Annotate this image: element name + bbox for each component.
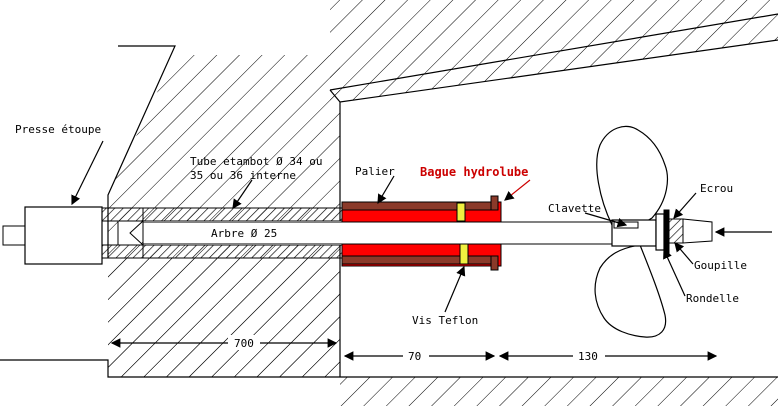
dim-130-label: 130 xyxy=(578,350,598,363)
rondelle-plate xyxy=(663,209,670,255)
dim-700-label: 700 xyxy=(234,337,254,350)
gland-coupling-lower xyxy=(101,244,144,259)
teflon-screw-upper xyxy=(456,202,466,222)
dim-70-label-bg xyxy=(403,348,429,363)
hull-upper-outline xyxy=(329,39,778,103)
leader-bague xyxy=(504,179,531,201)
dim-130-label-bg xyxy=(573,348,605,363)
rondelle-washer xyxy=(655,213,665,251)
dim-700-label-bg xyxy=(228,335,260,350)
ecrou-nut xyxy=(668,218,684,244)
arbre-label-bg xyxy=(207,225,281,240)
palier-flange-lower xyxy=(490,255,499,271)
leader-tube xyxy=(232,179,253,209)
gland-coupling-upper xyxy=(101,207,144,222)
leader-ecrou xyxy=(673,192,697,219)
hull-outline-left xyxy=(107,45,176,258)
hull-bottom-strip xyxy=(340,377,778,406)
hull-left-lower-fill xyxy=(108,258,340,377)
hull-upper-right xyxy=(330,0,778,102)
palier-sleeve-lower xyxy=(341,255,496,265)
gland-coupling-wedge xyxy=(117,220,145,246)
shaft-stub-left xyxy=(2,225,26,246)
leader-presse xyxy=(71,140,104,206)
label-goupille: Goupille xyxy=(694,259,747,272)
label-arbre: Arbre Ø 25 xyxy=(211,227,277,240)
hull-bottom-left-step xyxy=(0,359,340,378)
label-vis-teflon: Vis Teflon xyxy=(412,314,478,327)
label-tube-line1: Tube etambot Ø 34 ou xyxy=(190,155,322,168)
leader-clavette xyxy=(584,212,628,228)
label-tube-line2: 35 ou 36 interne xyxy=(190,169,296,182)
propeller-blade-upper xyxy=(596,125,668,227)
ecrou-cone xyxy=(682,218,713,244)
leader-vis xyxy=(444,265,466,313)
palier-sleeve-upper xyxy=(341,201,496,211)
dim-70-label: 70 xyxy=(408,350,421,363)
stern-tube-lower xyxy=(142,244,344,259)
label-rondelle: Rondelle xyxy=(686,292,739,305)
label-ecrou: Ecrou xyxy=(700,182,733,195)
leader-rondelle xyxy=(663,248,686,297)
label-clavette: Clavette xyxy=(548,202,601,215)
label-bague-hydrolube: Bague hydrolube xyxy=(420,165,528,179)
hull-upper-top-edge xyxy=(329,13,778,91)
leader-goupille xyxy=(674,242,694,265)
gland-body xyxy=(24,206,103,265)
leader-palier xyxy=(377,175,395,205)
label-presse-etoupe: Presse étoupe xyxy=(15,123,101,136)
stern-tube-upper xyxy=(142,207,344,222)
propeller-blade-lower xyxy=(594,244,667,338)
teflon-screw-lower xyxy=(459,243,469,265)
label-palier: Palier xyxy=(355,165,395,178)
palier-flange-upper xyxy=(490,195,499,211)
